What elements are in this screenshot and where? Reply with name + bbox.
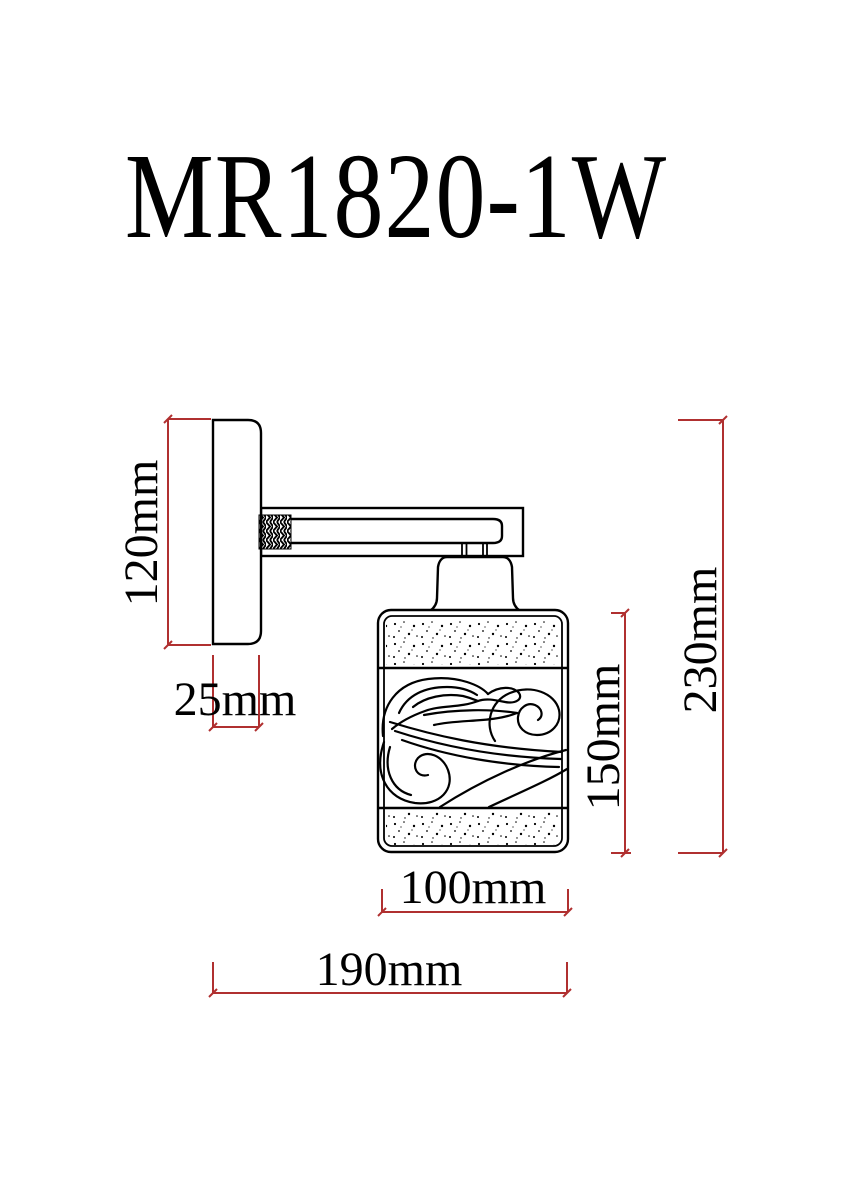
dim-line-shade-height [611, 608, 631, 858]
wall-plate [211, 418, 263, 646]
threaded-stud [258, 514, 292, 550]
dimension-label-plate-depth: 25mm [173, 673, 297, 726]
dim-line-plate-height [163, 414, 211, 650]
dim-line-total-width [208, 962, 572, 998]
shade-texture-bottom [386, 812, 560, 845]
swivel-joint [461, 543, 488, 556]
shade-texture-top [386, 621, 560, 665]
model-number-title: MR1820-1W [124, 128, 668, 264]
dimension-label-shade-height: 150mm [577, 663, 630, 811]
socket-cover [428, 555, 522, 615]
dimension-label-total-width: 190mm [315, 943, 463, 996]
lamp-shade [376, 608, 570, 854]
dimension-label-plate-height: 120mm [115, 459, 168, 607]
dimension-label-shade-width: 100mm [399, 861, 547, 914]
dimension-label-total-height: 230mm [674, 566, 727, 714]
dim-line-total-height [678, 415, 728, 858]
dim-line-shade-width [377, 889, 573, 917]
dim-line-plate-depth [208, 655, 264, 732]
shade-ornament [379, 677, 569, 809]
